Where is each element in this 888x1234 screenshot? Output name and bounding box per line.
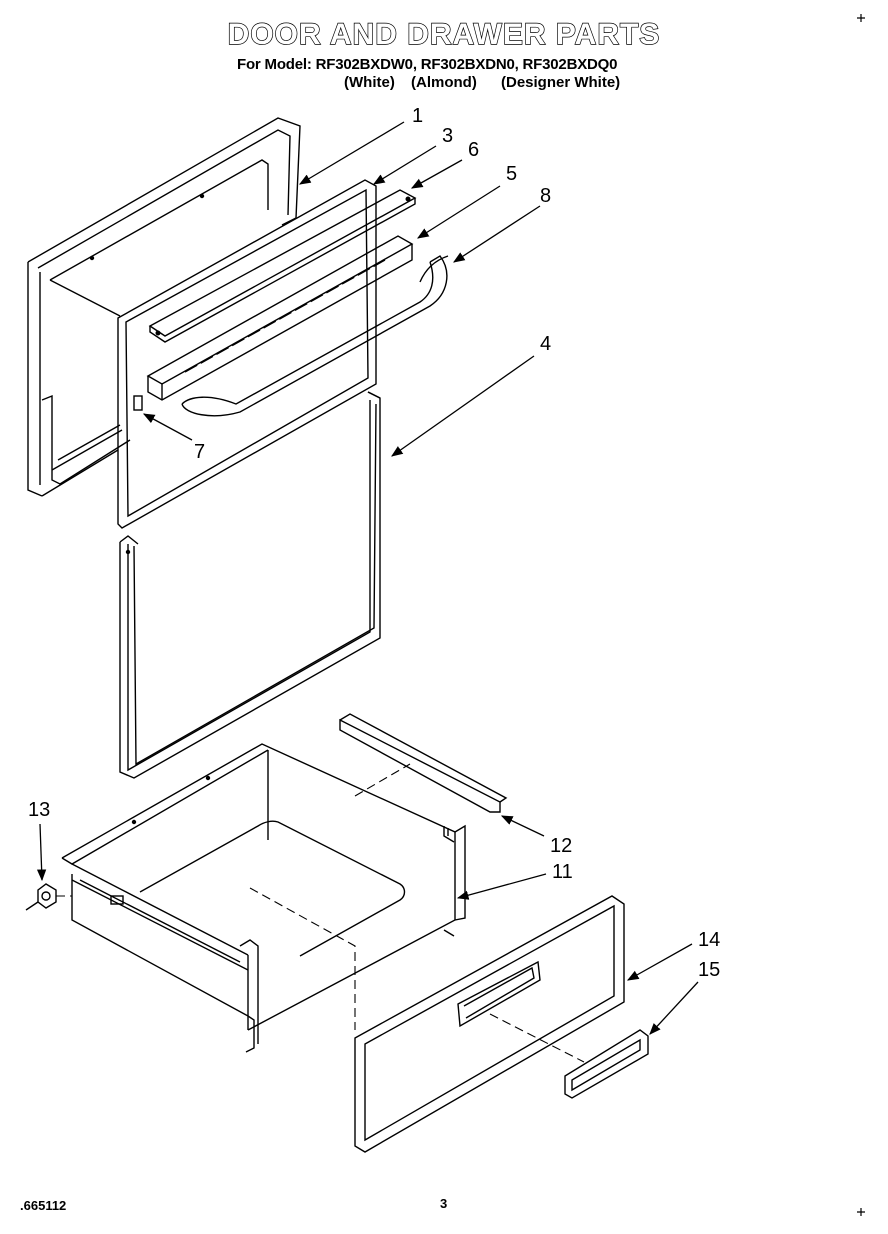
callout-7: 7 (194, 441, 205, 463)
page-title: DOOR AND DRAWER PARTS (227, 17, 661, 51)
callout-3: 3 (442, 125, 453, 147)
callout-1: 1 (412, 105, 423, 127)
model-list: For Model: RF302BXDW0, RF302BXDN0, RF302… (237, 56, 618, 73)
top-trim-strip (148, 189, 417, 343)
callout-8: 8 (540, 185, 551, 207)
callout-labels: 1 3 6 5 8 4 7 13 12 11 14 15 (28, 105, 720, 981)
document-number: .665112 (20, 1198, 67, 1213)
document-number-value: 665112 (23, 1198, 67, 1213)
callout-6: 6 (468, 139, 479, 161)
callout-leaders (36, 121, 699, 1035)
assembly-guide-lines (56, 763, 585, 1063)
door-outer-panel (27, 117, 301, 497)
drawer-pan (61, 743, 466, 1031)
variant-designer-white: (Designer White) (501, 74, 621, 91)
callout-4: 4 (540, 333, 551, 355)
page-number: 3 (440, 1196, 448, 1211)
callout-5: 5 (506, 163, 517, 185)
door-handle (181, 255, 449, 417)
callout-13: 13 (28, 799, 50, 821)
callout-14: 14 (698, 929, 720, 951)
color-variants: (White) (Almond) (Designer White) (344, 74, 620, 91)
registration-marks (857, 14, 865, 1216)
callout-12: 12 (550, 835, 572, 857)
variant-white: (White) (344, 74, 395, 91)
door-gasket (119, 391, 381, 779)
callout-15: 15 (698, 959, 720, 981)
variant-almond: (Almond) (411, 74, 477, 91)
drawer-rail (339, 713, 508, 813)
drawer-frame (71, 874, 259, 1053)
callout-11: 11 (552, 861, 573, 883)
drawer-roller (25, 883, 57, 911)
vent-strip (146, 235, 414, 401)
door-inner-panel (117, 179, 377, 529)
drawer-handle-insert (564, 1029, 649, 1099)
drawer-front-panel (354, 895, 625, 1153)
